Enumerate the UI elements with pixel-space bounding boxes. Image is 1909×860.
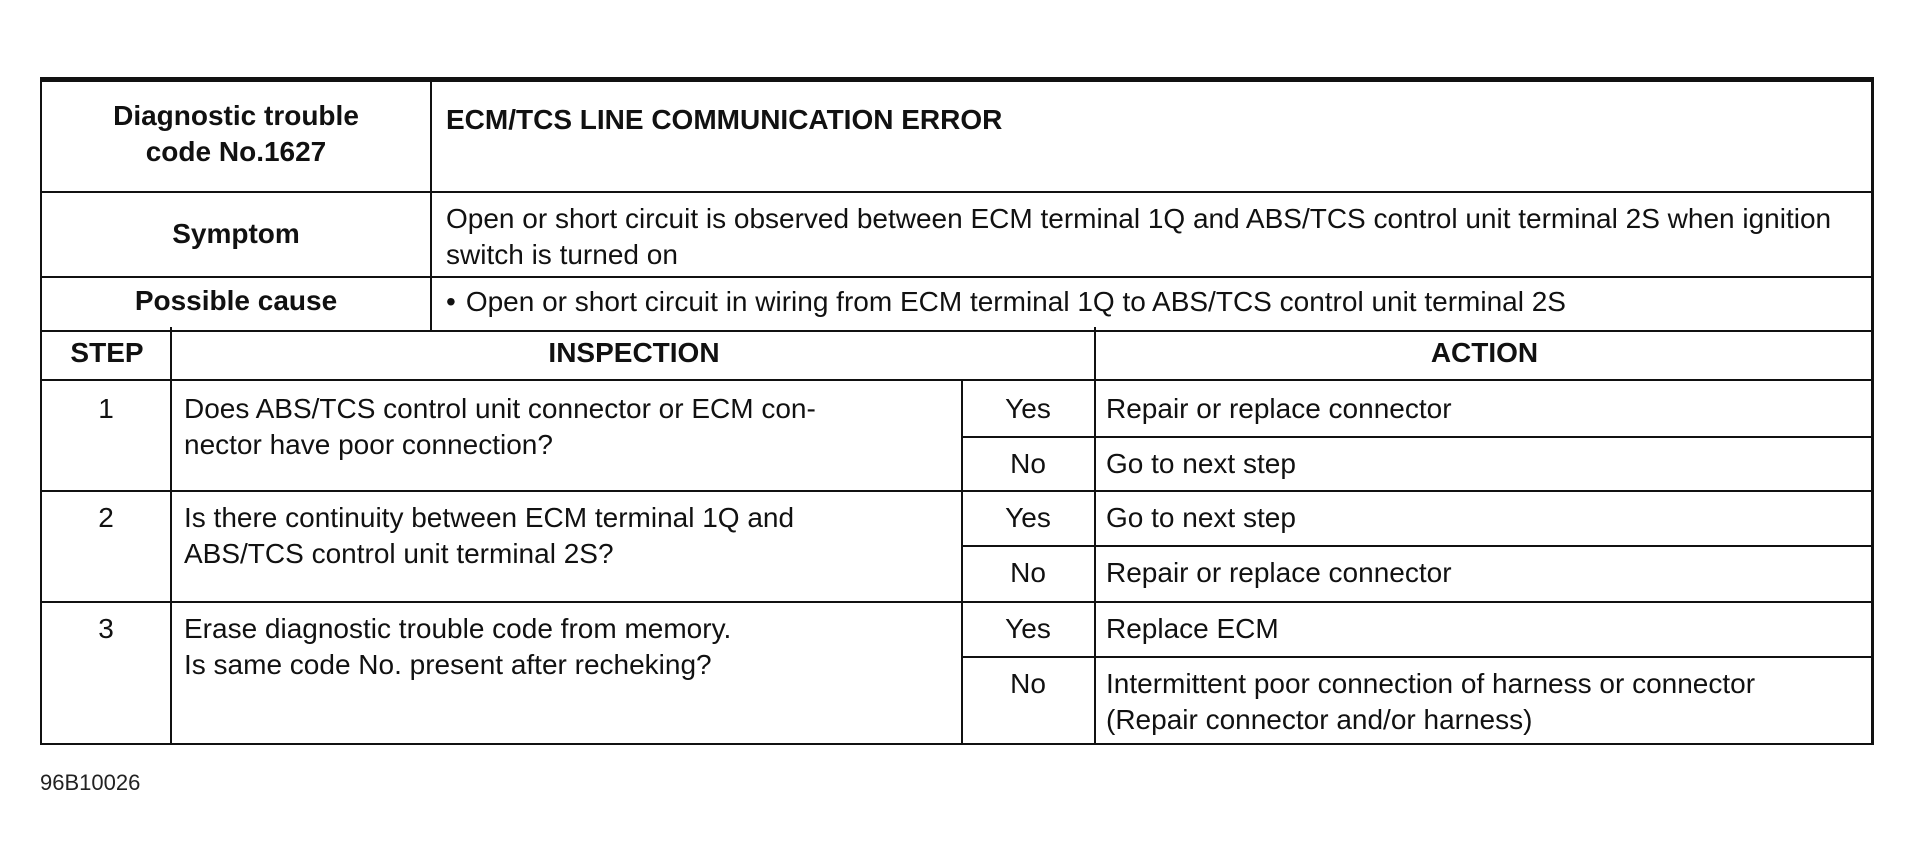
action-text: Go to next step: [1106, 502, 1296, 533]
inspection-text: Is there continuity between ECM terminal…: [184, 500, 984, 572]
divider: [961, 545, 1873, 547]
cause-text: Open or short circuit in wiring from ECM…: [465, 286, 1566, 317]
inspection-line: Does ABS/TCS control unit connector or E…: [184, 393, 816, 424]
dtc-info-table: Diagnostic trouble code No.1627 ECM/TCS …: [40, 77, 1874, 332]
step-number: 2: [98, 502, 114, 533]
no-label: No: [1010, 557, 1046, 588]
dtc-title: ECM/TCS LINE COMMUNICATION ERROR: [446, 104, 1003, 135]
action-text: Replace ECM: [1106, 613, 1279, 644]
cause-label: Possible cause: [42, 276, 432, 330]
inspection-line: ABS/TCS control unit terminal 2S?: [184, 538, 614, 569]
cause-value: • Open or short circuit in wiring from EC…: [432, 276, 1871, 330]
yes-label: Yes: [1005, 393, 1051, 424]
divider: [961, 381, 963, 743]
column-header-action: ACTION: [1096, 327, 1873, 381]
step-table: STEP INSPECTION ACTION 1 Does ABS/TCS co…: [40, 327, 1874, 745]
action-line: Intermittent poor connection of harness …: [1106, 668, 1756, 699]
divider: [961, 656, 1873, 658]
no-label: No: [1010, 668, 1046, 699]
action-text: Repair or replace connector: [1106, 557, 1452, 588]
action-text: Intermittent poor connection of harness …: [1106, 666, 1876, 738]
inspection-text: Does ABS/TCS control unit connector or E…: [184, 391, 984, 463]
divider: [42, 601, 1873, 603]
divider: [170, 327, 172, 743]
column-header-step: STEP: [42, 327, 172, 381]
bullet-icon: •: [446, 286, 456, 317]
action-line: (Repair connector and/or harness): [1106, 704, 1533, 735]
column-header-inspection: INSPECTION: [172, 327, 1096, 381]
figure-code: 96B10026: [40, 770, 141, 795]
symptom-text: Open or short circuit is observed betwee…: [446, 203, 1832, 270]
yes-label: Yes: [1005, 613, 1051, 644]
action-text: Go to next step: [1106, 448, 1296, 479]
symptom-label: Symptom: [42, 191, 432, 276]
dtc-row: Diagnostic trouble code No.1627 ECM/TCS …: [42, 82, 1871, 193]
inspection-line: Is same code No. present after recheking…: [184, 649, 712, 680]
step-number: 1: [98, 393, 114, 424]
action-text: Repair or replace connector: [1106, 393, 1452, 424]
divider: [42, 490, 1873, 492]
divider: [1094, 327, 1096, 743]
inspection-line: nector have poor connection?: [184, 429, 553, 460]
step-number: 3: [98, 613, 114, 644]
inspection-line: Is there continuity between ECM terminal…: [184, 502, 795, 533]
inspection-line: Erase diagnostic trouble code from memor…: [184, 613, 732, 644]
yes-label: Yes: [1005, 502, 1051, 533]
no-label: No: [1010, 448, 1046, 479]
dtc-label: Diagnostic trouble code No.1627: [42, 82, 432, 191]
inspection-text: Erase diagnostic trouble code from memor…: [184, 611, 984, 683]
symptom-row: Symptom Open or short circuit is observe…: [42, 191, 1871, 278]
cause-row: Possible cause • Open or short circuit in…: [42, 276, 1871, 332]
divider: [961, 436, 1873, 438]
